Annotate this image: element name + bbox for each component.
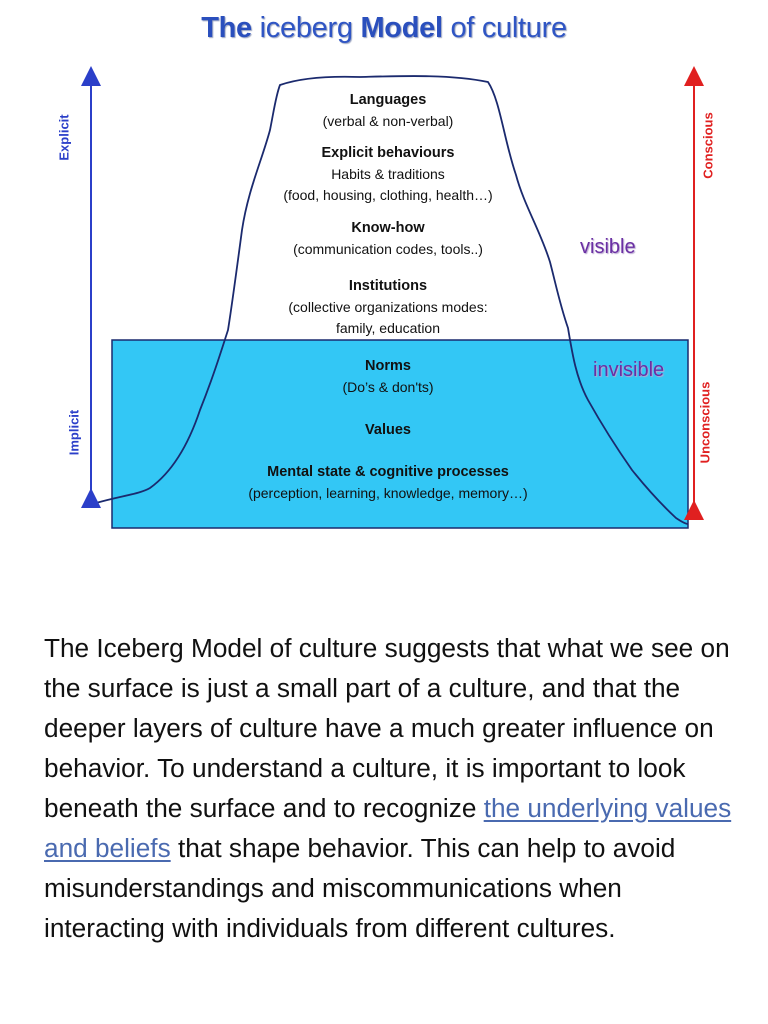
layer-detail: (food, housing, clothing, health…) — [283, 187, 493, 203]
invisible-label: invisible — [593, 359, 665, 381]
layer-heading: Languages — [349, 92, 427, 108]
title-part-iceberg: iceberg — [259, 12, 353, 44]
layer-detail: (collective organizations modes: — [288, 299, 488, 315]
implicit-label: Implicit — [66, 409, 82, 456]
explicit-label: Explicit — [56, 114, 72, 161]
layer-heading: Explicit behaviours — [321, 145, 455, 161]
iceberg-diagram — [81, 66, 704, 529]
page-title: The iceberg Model of culture — [0, 12, 768, 45]
description-paragraph: The Iceberg Model of culture suggests th… — [44, 628, 744, 948]
layer-values: Values — [200, 420, 576, 441]
layer-detail: (Do’s & don'ts) — [342, 379, 434, 395]
layer-norms: Norms (Do’s & don'ts) — [200, 356, 576, 398]
conscious-label: Conscious — [700, 112, 716, 179]
paragraph-text-before: The Iceberg Model of culture suggests th… — [44, 633, 730, 823]
layer-detail: (communication codes, tools..) — [293, 241, 483, 257]
layer-know-how: Know-how (communication codes, tools..) — [200, 218, 576, 260]
underlying-values-link[interactable]: the underlying values and beliefs — [44, 793, 732, 863]
visible-label: visible — [580, 236, 636, 258]
layer-languages: Languages (verbal & non-verbal) — [200, 90, 576, 132]
unconscious-label: Unconscious — [697, 381, 713, 464]
layer-heading: Know-how — [351, 220, 425, 236]
layer-heading: Norms — [365, 358, 411, 374]
layer-detail: (verbal & non-verbal) — [322, 113, 454, 129]
layer-heading: Institutions — [348, 278, 428, 294]
layer-heading: Mental state & cognitive processes — [267, 464, 509, 480]
iceberg-outline — [95, 75, 689, 525]
layer-explicit-behaviours: Explicit behaviours Habits & traditions … — [200, 143, 576, 206]
layer-mental-state: Mental state & cognitive processes (perc… — [200, 462, 576, 504]
water-area — [111, 339, 689, 529]
layer-detail: family, education — [335, 320, 440, 336]
layer-institutions: Institutions (collective organizations m… — [200, 276, 576, 339]
title-part-of-culture: of culture — [450, 12, 567, 44]
layer-detail: (perception, learning, knowledge, memory… — [248, 485, 528, 501]
title-part-model: Model — [360, 12, 443, 44]
layer-detail: Habits & traditions — [331, 166, 445, 182]
title-part-the: The — [201, 12, 252, 44]
paragraph-text-after: that shape behavior. This can help to av… — [44, 833, 676, 943]
layer-heading: Values — [365, 422, 411, 438]
